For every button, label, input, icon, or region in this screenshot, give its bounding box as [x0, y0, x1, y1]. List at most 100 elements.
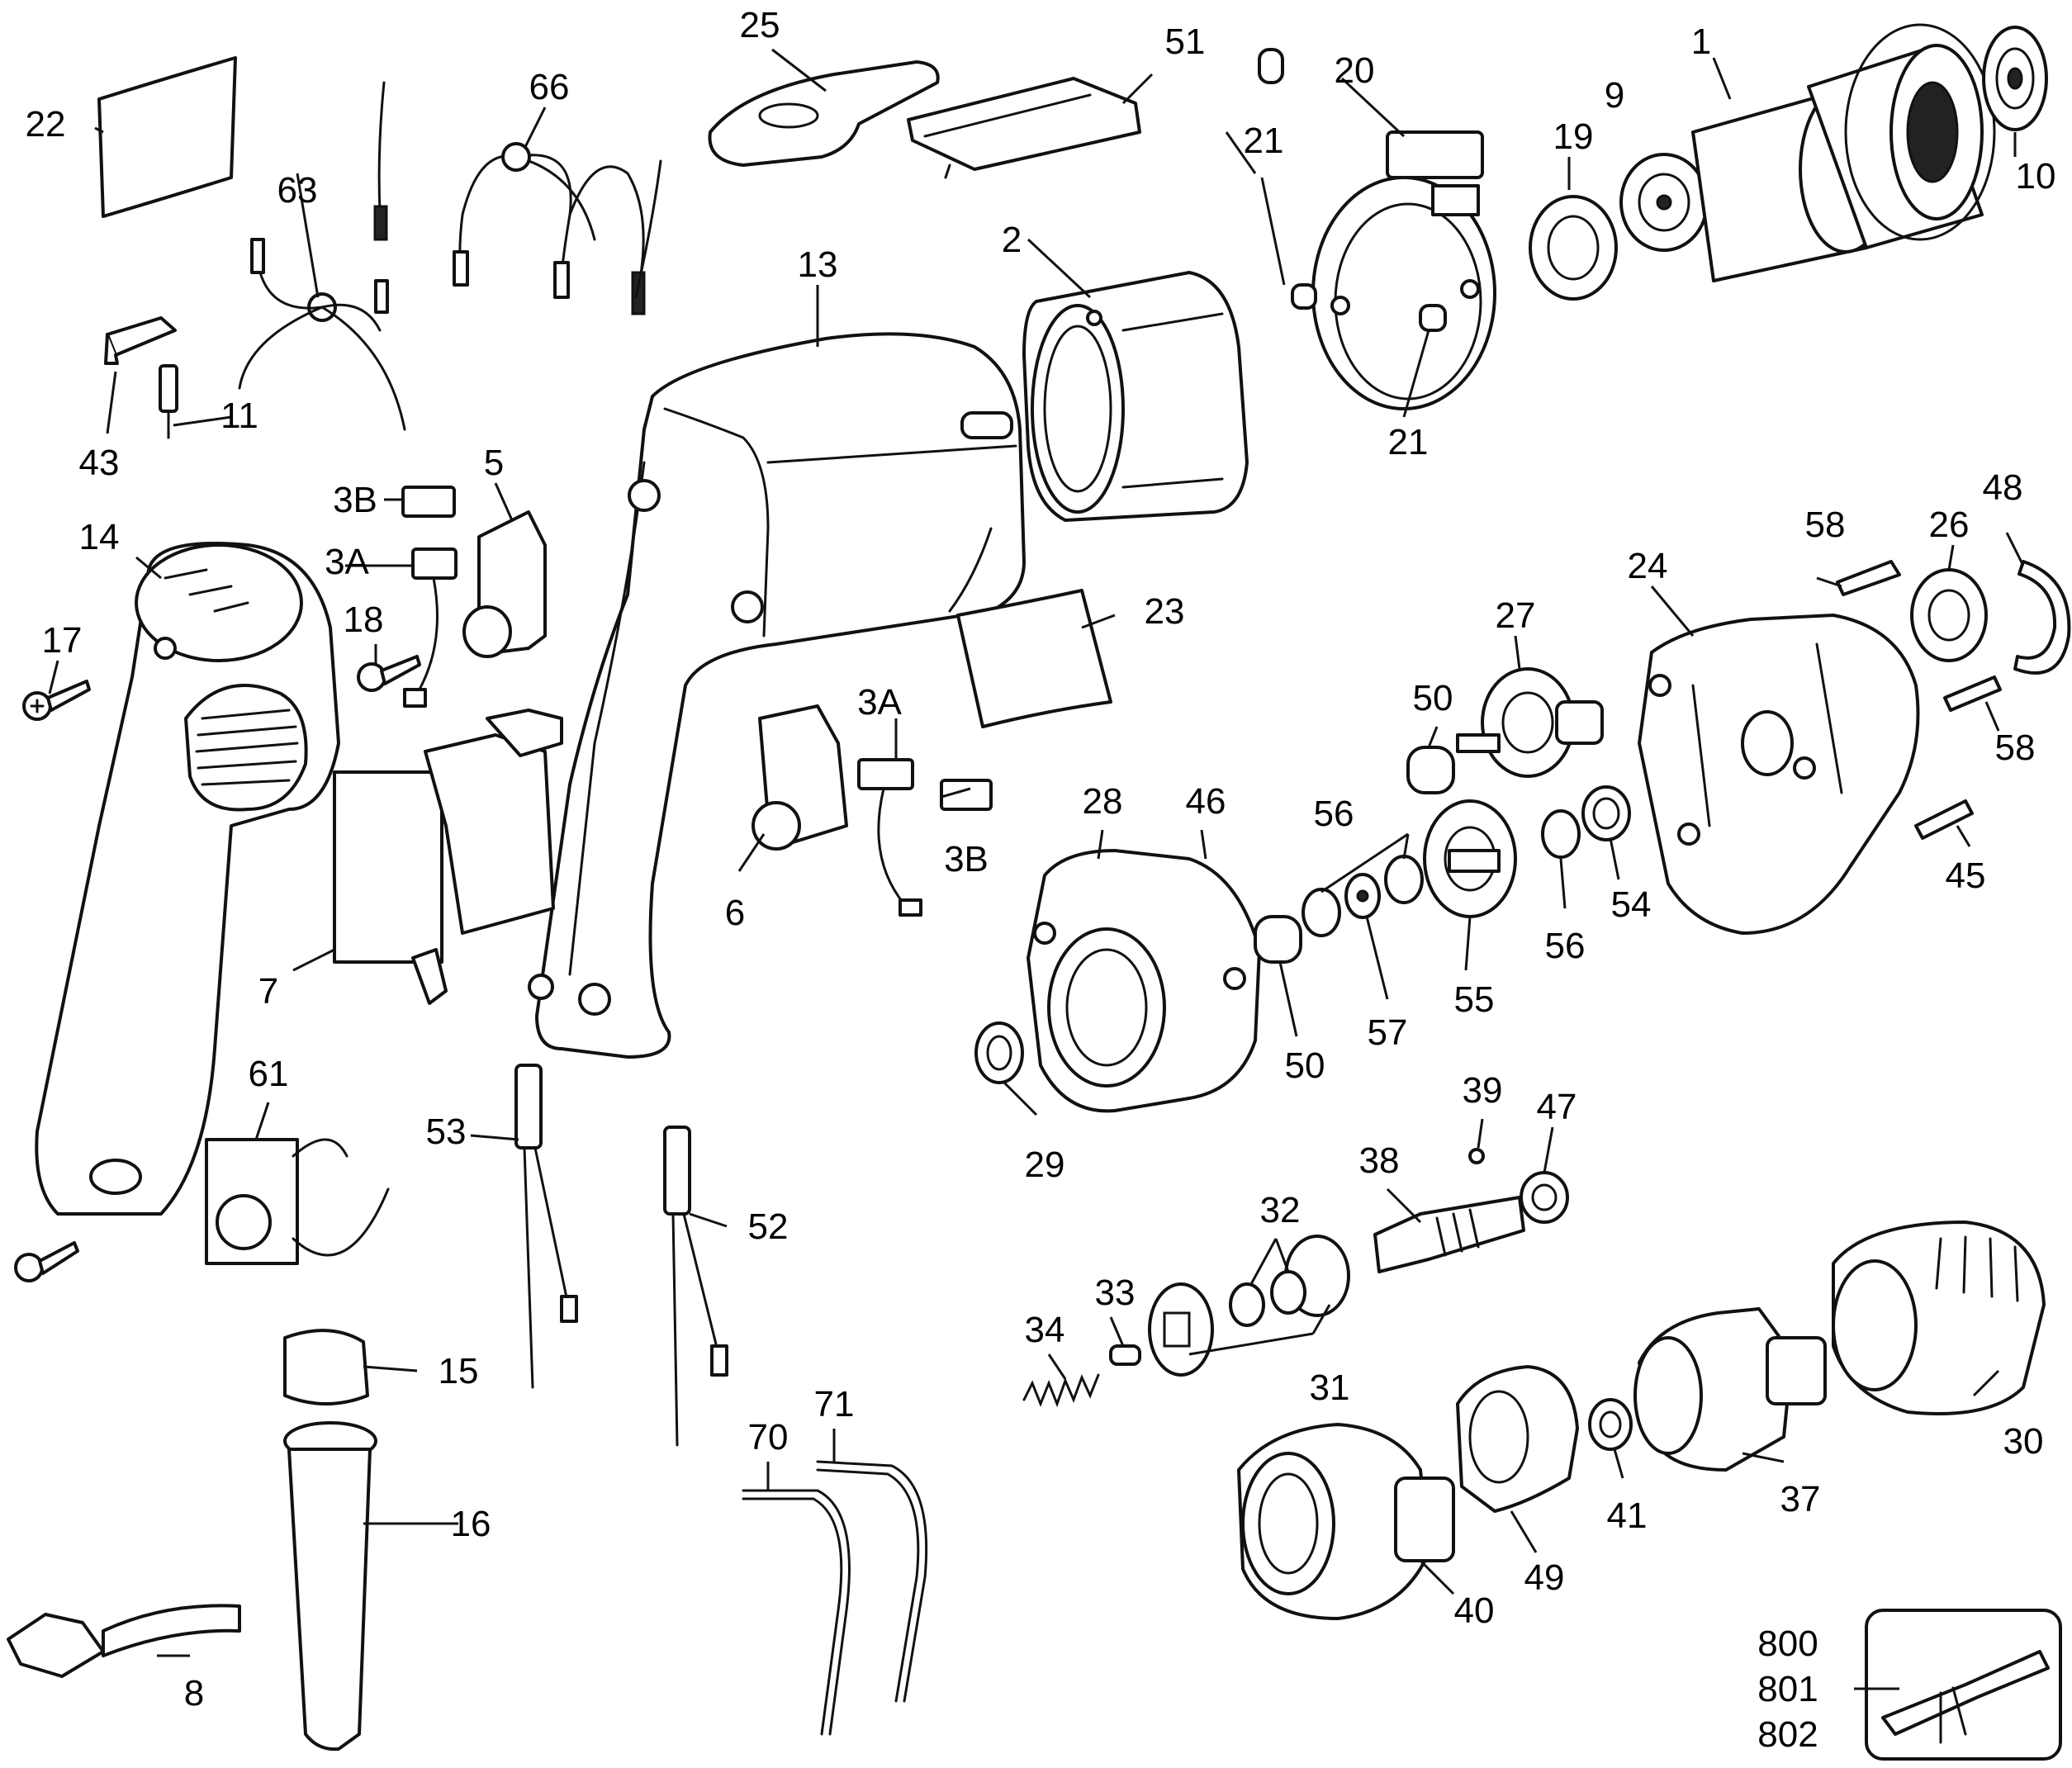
- callout-25: 25: [740, 5, 780, 45]
- callout-23: 23: [1145, 591, 1185, 632]
- callout-56: 56: [1314, 794, 1354, 834]
- part-56-washers: [1302, 809, 1581, 937]
- part-50-bushing-b: [1406, 746, 1455, 794]
- part-16-cord-protector: [283, 1421, 377, 1751]
- callout-3a: 3A: [325, 542, 369, 582]
- callout-20: 20: [1335, 50, 1375, 91]
- part-61-suppressor: [205, 1138, 390, 1265]
- part-71-lead: [816, 1460, 928, 1703]
- part-21-pins: [1258, 48, 1447, 332]
- callout-26: 26: [1929, 505, 1970, 545]
- part-20-brush-ring: [1311, 130, 1496, 410]
- callout-31: 31: [1310, 1367, 1350, 1408]
- part-37-sleeve: [1633, 1307, 1827, 1472]
- part-24-gear-case: [1638, 614, 1920, 935]
- callout-53: 53: [426, 1112, 467, 1152]
- part-1-armature: [1691, 23, 1996, 282]
- callout-66: 66: [529, 67, 570, 107]
- callout-63: 63: [277, 170, 318, 211]
- callout-37: 37: [1780, 1479, 1821, 1519]
- callout-49: 49: [1524, 1557, 1565, 1598]
- part-27-gear: [1456, 667, 1604, 778]
- callout-57: 57: [1368, 1012, 1408, 1053]
- part-48-retaining-ring: [2013, 560, 2071, 675]
- part-30-nose-cone: [1832, 1221, 2046, 1415]
- callout-22: 22: [26, 104, 66, 145]
- callout-45: 45: [1946, 856, 1986, 896]
- callout-70: 70: [748, 1417, 789, 1458]
- part-58-screw-a: [1836, 560, 1901, 596]
- part-53-capacitor: [514, 1064, 578, 1389]
- callout-5: 5: [484, 443, 504, 483]
- callout-24: 24: [1628, 546, 1668, 586]
- part-8-cord: [7, 1604, 241, 1678]
- callout-40: 40: [1454, 1590, 1495, 1631]
- part-57-retainer: [1344, 873, 1381, 919]
- callout-61: 61: [249, 1054, 289, 1094]
- part-29-washer: [974, 1021, 1024, 1084]
- callout-9: 9: [1605, 75, 1624, 116]
- callout-58: 58: [1995, 728, 2036, 768]
- part-47-collar: [1520, 1171, 1569, 1224]
- part-26-bearing: [1910, 568, 1988, 662]
- part-2-field: [1022, 271, 1249, 522]
- callout-27: 27: [1496, 595, 1536, 636]
- callout-18: 18: [344, 600, 384, 640]
- part-5-brush-holder: [462, 510, 547, 658]
- callout-50: 50: [1285, 1045, 1325, 1086]
- callout-6: 6: [725, 893, 745, 933]
- callout-29: 29: [1025, 1145, 1065, 1185]
- callout-10: 10: [2016, 156, 2056, 197]
- callout-55: 55: [1454, 979, 1495, 1020]
- callout-19: 19: [1553, 116, 1594, 157]
- callout-801: 801: [1757, 1669, 1818, 1709]
- callout-8: 8: [184, 1673, 204, 1713]
- part-52-capacitor: [663, 1126, 728, 1447]
- callout-21: 21: [1388, 422, 1429, 462]
- part-3-brushes-right: [857, 758, 993, 917]
- callout-58: 58: [1805, 505, 1846, 545]
- part-10-bearing: [1982, 26, 2048, 131]
- part-66-wire-harness: [373, 81, 662, 315]
- part-7-switch: [333, 709, 563, 1005]
- callout-43: 43: [79, 443, 120, 483]
- part-58-screw-b: [1943, 675, 2002, 712]
- callout-21: 21: [1244, 121, 1284, 161]
- part-51-plate: [907, 77, 1141, 179]
- callout-2: 2: [1002, 220, 1022, 260]
- callout-800: 800: [1757, 1623, 1818, 1664]
- part-11-terminal: [159, 364, 178, 439]
- part-39-ball: [1468, 1148, 1485, 1164]
- part-23-label: [956, 589, 1112, 728]
- callout-34: 34: [1025, 1310, 1065, 1350]
- part-screw-lower: [14, 1241, 79, 1282]
- callout-3b: 3B: [333, 480, 377, 520]
- part-800-802-inset: [1865, 1609, 2062, 1761]
- part-13-housing: [528, 332, 1026, 1059]
- part-15-strain-relief: [283, 1329, 369, 1405]
- callout-3a: 3A: [857, 682, 902, 723]
- leader-lines: [48, 48, 2025, 1690]
- callout-54: 54: [1611, 884, 1652, 925]
- part-38-spindle: [1373, 1196, 1525, 1273]
- part-33-pin: [1109, 1344, 1141, 1366]
- part-22-label-sheet: [97, 56, 237, 218]
- part-18-screw: [357, 655, 421, 692]
- part-34-spring: [1022, 1373, 1100, 1408]
- part-50-bushing-a: [1254, 915, 1302, 964]
- callout-802: 802: [1757, 1714, 1818, 1755]
- callout-1: 1: [1691, 21, 1711, 62]
- callout-52: 52: [748, 1206, 789, 1247]
- callout-39: 39: [1463, 1070, 1503, 1111]
- callout-3b: 3B: [944, 839, 989, 879]
- part-54-bearing: [1581, 785, 1631, 841]
- part-3-brushes-left: [401, 486, 458, 708]
- callout-14: 14: [79, 517, 120, 557]
- callout-51: 51: [1165, 21, 1206, 62]
- part-9-armature-end: [1619, 153, 1709, 252]
- callout-13: 13: [798, 244, 838, 285]
- callout-11: 11: [220, 396, 258, 436]
- callout-46: 46: [1186, 781, 1226, 822]
- callout-71: 71: [814, 1384, 855, 1424]
- part-49-clutch-jaw: [1456, 1365, 1579, 1513]
